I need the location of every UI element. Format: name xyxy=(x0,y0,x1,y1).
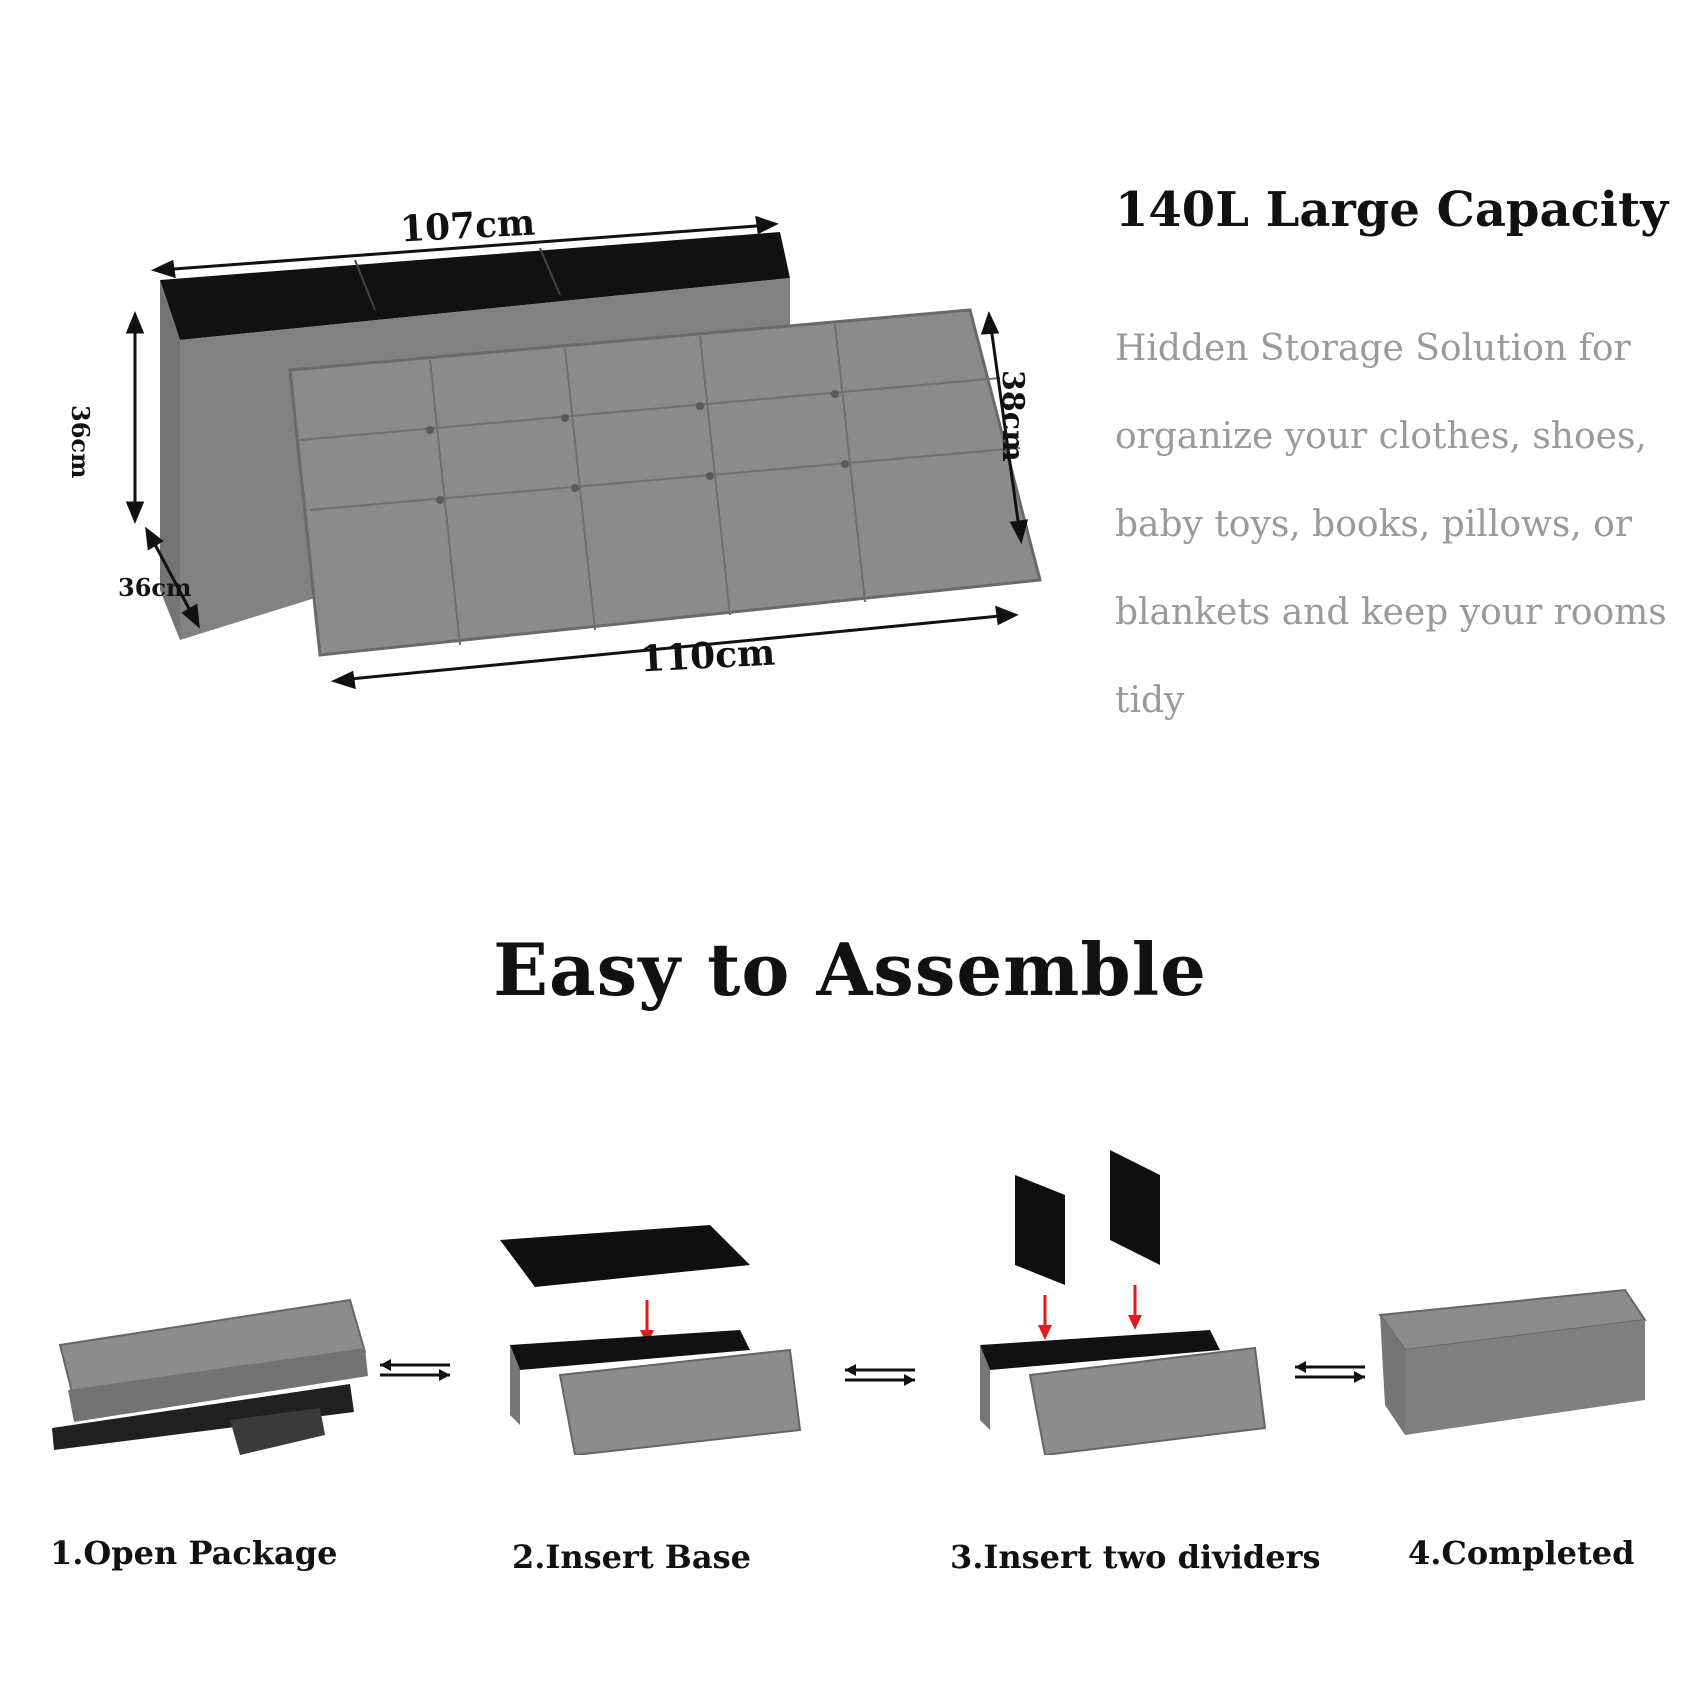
lid-button xyxy=(436,496,444,504)
folded-panel xyxy=(68,1348,368,1422)
lid-button xyxy=(706,472,714,480)
inner-divider xyxy=(354,259,376,311)
lid-seam xyxy=(834,323,866,603)
box-left-side xyxy=(160,280,180,640)
box-side xyxy=(980,1345,990,1430)
step-4-label: 4.Completed xyxy=(1408,1534,1635,1572)
step-2-label: 2.Insert Base xyxy=(512,1538,751,1576)
dimension-top-length: 107cm xyxy=(398,201,537,251)
folded-insert xyxy=(230,1408,325,1455)
lid-button xyxy=(841,460,849,468)
folded-base xyxy=(52,1384,354,1450)
dimension-right-height: 38cm xyxy=(995,370,1030,462)
box-opening xyxy=(980,1330,1220,1370)
storage-ottoman-illustration xyxy=(125,215,1042,690)
assembly-title: Easy to Assemble xyxy=(493,927,1207,1012)
swap-arrow-icon xyxy=(380,1359,450,1381)
step-1-open-package-image xyxy=(52,1298,368,1455)
completed-side xyxy=(1380,1315,1405,1435)
lid-button xyxy=(426,426,434,434)
divider-panel xyxy=(1110,1150,1160,1265)
base-board xyxy=(500,1225,750,1287)
box-opening xyxy=(510,1330,750,1370)
dimension-left-height: 36cm xyxy=(66,405,95,479)
step-3-insert-dividers-image xyxy=(980,1150,1267,1455)
dimension-arrows xyxy=(125,215,1029,690)
lid-button xyxy=(696,402,704,410)
box-opening xyxy=(160,232,790,340)
box-lid xyxy=(558,1348,802,1455)
dimension-bottom-length: 110cm xyxy=(638,631,777,681)
box-side xyxy=(510,1345,520,1425)
insert-arrow-head-icon xyxy=(1038,1325,1052,1340)
lid-button xyxy=(571,484,579,492)
step-1-label: 1.Open Package xyxy=(50,1534,338,1572)
step-3-label: 3.Insert two dividers xyxy=(950,1538,1321,1576)
inner-divider xyxy=(539,247,561,296)
lid-seam xyxy=(299,377,1001,441)
lid-button xyxy=(831,390,839,398)
insert-arrow-head-icon xyxy=(1128,1315,1142,1330)
capacity-description: Hidden Storage Solution for organize you… xyxy=(1115,328,1667,721)
swap-arrow-icon xyxy=(845,1364,915,1386)
dimension-depth: 36cm xyxy=(118,573,192,602)
lid-seam xyxy=(309,447,1021,511)
step-4-completed-image xyxy=(1378,1288,1647,1435)
completed-front xyxy=(1405,1320,1645,1435)
lid-seam xyxy=(429,359,461,646)
step-2-insert-base-image xyxy=(500,1225,802,1455)
lid-seam xyxy=(699,335,731,616)
swap-arrow-icon xyxy=(1295,1361,1365,1383)
lid-button xyxy=(561,414,569,422)
divider-panel xyxy=(1015,1175,1065,1285)
capacity-title: 140L Large Capacity xyxy=(1115,182,1669,238)
box-lid xyxy=(288,308,1042,657)
lid-seam xyxy=(564,347,596,631)
box-lid xyxy=(1028,1346,1267,1455)
